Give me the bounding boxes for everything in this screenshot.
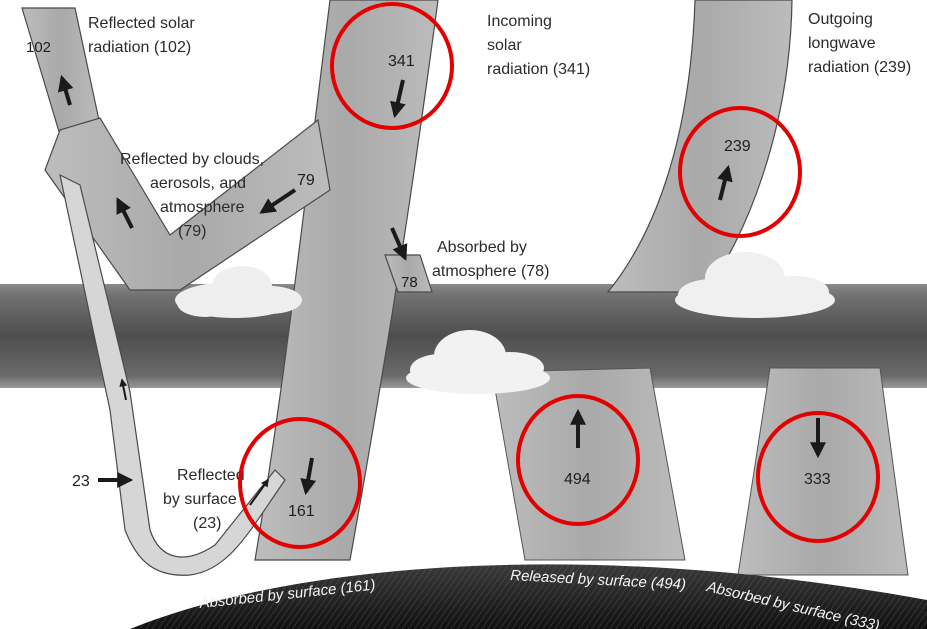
label-clouds-1: Reflected by clouds,	[120, 151, 264, 168]
label-clouds-3: atmosphere	[160, 199, 245, 216]
label-surface-refl-1: Reflected	[177, 467, 245, 484]
value-341: 341	[388, 53, 415, 70]
label-outgoing-1: Outgoing	[808, 11, 873, 28]
label-absorbed-atm-2: atmosphere (78)	[432, 263, 549, 280]
label-incoming-1: Incoming	[487, 13, 552, 30]
label-outgoing-2: longwave	[808, 35, 876, 52]
label-surface-refl-3: (23)	[193, 515, 221, 532]
value-78: 78	[401, 274, 418, 291]
label-clouds-4: (79)	[178, 223, 206, 240]
label-incoming-3: radiation (341)	[487, 61, 590, 78]
value-23: 23	[72, 473, 90, 490]
label-reflected-solar-2: radiation (102)	[88, 39, 191, 56]
label-absorbed-atm-1: Absorbed by	[437, 239, 527, 256]
value-333: 333	[804, 471, 831, 488]
value-161: 161	[288, 503, 315, 520]
label-incoming-2: solar	[487, 37, 522, 54]
value-102: 102	[26, 39, 51, 56]
value-79: 79	[297, 172, 315, 189]
outgoing-longwave-band	[608, 0, 792, 292]
label-clouds-2: aerosols, and	[150, 175, 246, 192]
label-surface-refl-2: by surface	[163, 491, 237, 508]
label-outgoing-3: radiation (239)	[808, 59, 911, 76]
value-239: 239	[724, 138, 751, 155]
label-reflected-solar-1: Reflected solar	[88, 15, 195, 32]
value-494: 494	[564, 471, 591, 488]
